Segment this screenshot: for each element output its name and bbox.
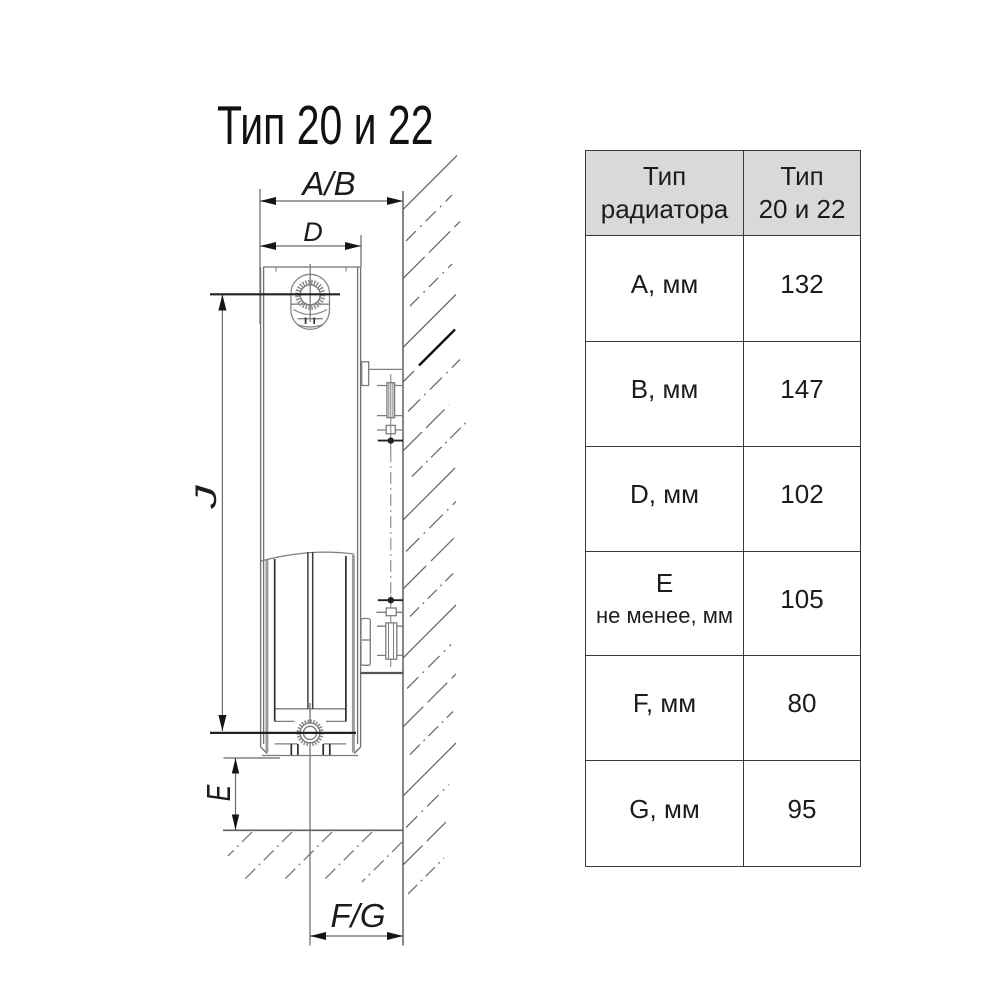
svg-text:D: D [303,217,323,247]
svg-text:J: J [190,485,223,510]
svg-text:A/B: A/B [300,165,355,202]
svg-text:E: E [202,784,238,801]
svg-text:F/G: F/G [331,897,386,934]
